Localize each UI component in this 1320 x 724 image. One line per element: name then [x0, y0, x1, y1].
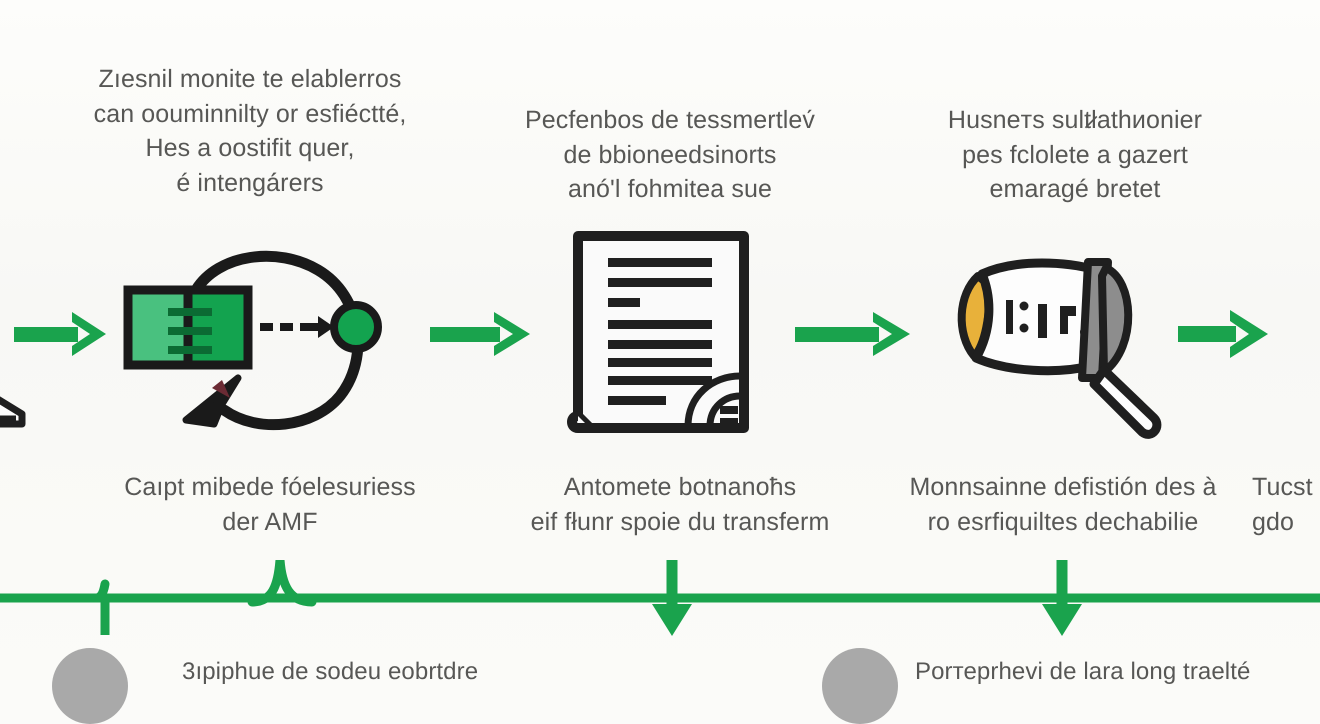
- flow-arrow-3: [1178, 305, 1288, 368]
- bottom-item-1-avatar: [52, 648, 128, 724]
- step-3-top-label: Husneтѕ sult̷lаthиonier pes fсlolete а g…: [947, 106, 1203, 203]
- flow-arrow-0: [14, 308, 114, 365]
- partial-clipped-icon: [0, 380, 36, 445]
- step-edge-left-bottom-label: r: [0, 470, 46, 505]
- flow-arrow-1: [430, 308, 540, 365]
- step-1-bottom-label: Caıрt mibede fóelesuriess der AMF: [124, 473, 416, 536]
- step-1-top-label: Zıеsnil monite te elablerros can oouminn…: [93, 65, 407, 197]
- stamped-document-icon: [562, 230, 762, 453]
- right-arrow-icon: [430, 312, 530, 356]
- flow-arrow-2: [795, 308, 920, 365]
- magnifier-scroll-icon: [948, 248, 1182, 445]
- right-arrow-icon: [795, 312, 910, 356]
- refresh-ledger-icon: [118, 238, 408, 443]
- bottom-item-1-label: 3ıрiphue de sodeu eobrtdre: [182, 658, 479, 685]
- step-edge-right-bottom-label: Tuсst gdo: [1252, 473, 1313, 536]
- bottom-item-2-avatar: [822, 648, 898, 724]
- right-arrow-icon: [1178, 310, 1268, 358]
- branching-rail-icon: [0, 555, 1320, 680]
- step-2-top-label: Pecfenbos de tessmertlev́ de bbioneedsin…: [524, 106, 816, 203]
- bottom-item-2-label: Porтерrhevi de larа long trаelté: [915, 658, 1251, 685]
- right-arrow-icon: [14, 312, 106, 356]
- step-2-bottom-label: Antomete botnanoħs eif fłunr spoie du tr…: [530, 473, 830, 536]
- step-3-bottom-label: Monnsainne defistión des à ro esrfiquilt…: [909, 473, 1217, 536]
